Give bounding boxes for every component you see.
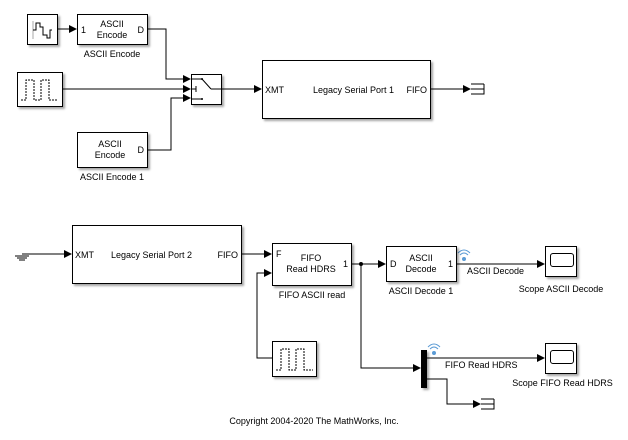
block-title: Legacy Serial Port 2: [111, 250, 193, 260]
signal-label-fifo-read-hdrs: FIFO Read HDRS: [445, 360, 518, 370]
wire-mux-to-terminator: [427, 378, 481, 408]
signal-source-block[interactable]: [27, 14, 58, 45]
in-port-label: XMT: [75, 250, 94, 260]
wire-encode-to-switch: [147, 28, 191, 83]
pulse-generator-block[interactable]: [17, 72, 63, 107]
legacy-serial-port-2-block[interactable]: XMT Legacy Serial Port 2 FIFO: [72, 225, 242, 284]
terminator-icon: [481, 398, 495, 410]
block-label: FIFO ASCII read: [278, 290, 346, 300]
block-label: Scope FIFO Read HDRS: [512, 378, 613, 388]
copyright-text: Copyright 2004-2020 The MathWorks, Inc.: [229, 416, 399, 426]
wire-pulse2-to-fifo: [256, 269, 272, 359]
terminator-icon: [471, 83, 485, 95]
out-port-label: D: [137, 145, 145, 155]
signal-logging-icon: [427, 343, 441, 355]
block-label: ASCII Encode 1: [79, 172, 145, 182]
block-title: Legacy Serial Port 1: [313, 85, 395, 95]
switch-icon: [192, 78, 221, 100]
pulse-generator-block-2[interactable]: [272, 341, 317, 377]
out-port-label: 1: [447, 259, 453, 269]
in-port-label: XMT: [265, 85, 284, 95]
signal-logging-icon: [457, 249, 471, 261]
out-port-label: FIFO: [406, 85, 428, 95]
scope-screen-icon: [550, 253, 574, 267]
multiport-switch-block[interactable]: [191, 74, 222, 105]
block-label: ASCII Decode 1: [388, 286, 454, 296]
block-label: ASCII Encode: [83, 49, 141, 59]
waveform-icon: [32, 21, 52, 39]
branch-point: [359, 262, 363, 266]
in-port-label: F: [276, 249, 282, 259]
scope-ascii-decode-block[interactable]: [545, 246, 577, 277]
signal-label-ascii-decode: ASCII Decode: [467, 266, 525, 276]
out-port-label: D: [137, 25, 145, 35]
scope-fifo-read-hdrs-block[interactable]: [545, 343, 577, 374]
in-port-label: 1: [81, 25, 87, 35]
ground-icon: [15, 253, 30, 261]
scope-screen-icon: [550, 350, 574, 364]
pulse-icon: [276, 348, 313, 371]
out-port-label: FIFO: [217, 250, 239, 260]
legacy-serial-port-1-block[interactable]: XMT Legacy Serial Port 1 FIFO: [262, 60, 431, 119]
mux-block[interactable]: [421, 350, 427, 388]
wire-fifo-to-mux: [360, 264, 421, 372]
out-port-label: 1: [342, 259, 348, 269]
pulse-icon: [21, 79, 58, 101]
wire-encode1-to-switch: [147, 94, 191, 151]
block-label: Scope ASCII Decode: [518, 284, 604, 294]
in-port-label: D: [390, 259, 397, 269]
